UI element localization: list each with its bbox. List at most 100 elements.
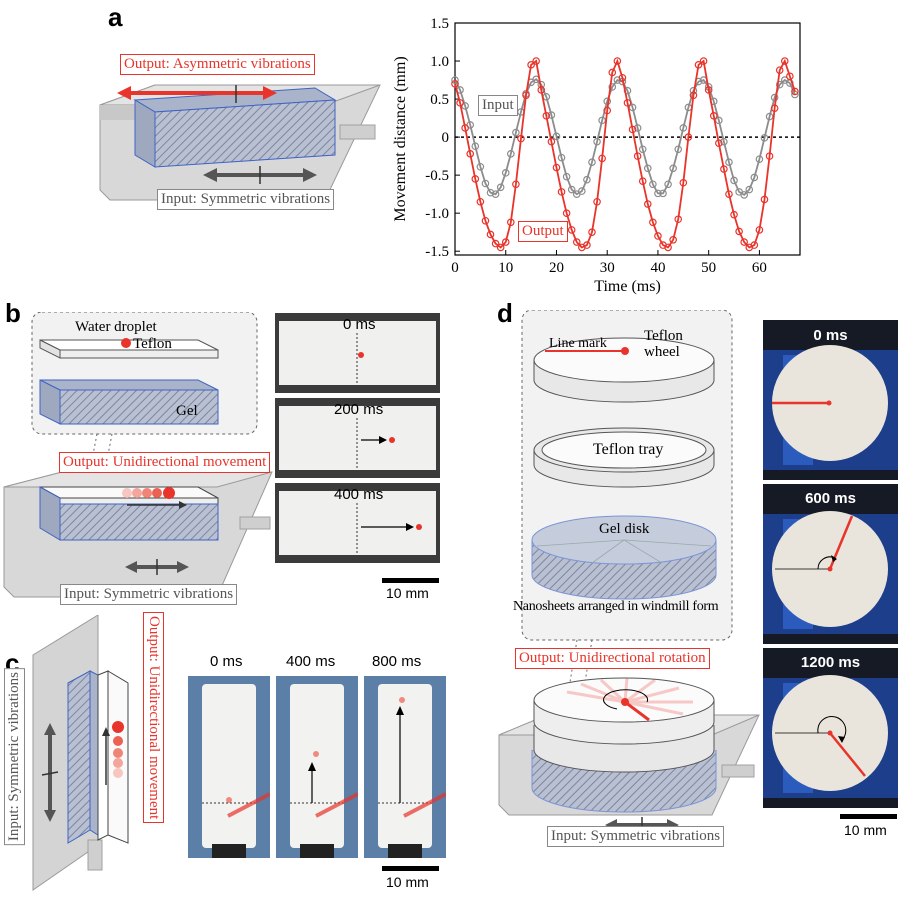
panel-d-illustration <box>498 310 760 833</box>
output-data-point <box>704 86 713 94</box>
output-data-point <box>567 226 576 234</box>
panel-d-time-0: 0 ms <box>813 327 848 344</box>
teflon-wheel-label-2: wheel <box>644 344 680 360</box>
output-data-point <box>684 133 693 141</box>
panel-c-photo-frame-3 <box>364 676 446 858</box>
input-data-point <box>491 190 500 198</box>
panel-b-time-0: 0 ms <box>343 316 376 333</box>
output-data-point <box>694 61 703 69</box>
output-data-point <box>608 68 617 77</box>
output-data-point <box>786 72 794 81</box>
input-data-point <box>557 153 566 162</box>
output-data-point <box>486 230 495 239</box>
panel-label-b: b <box>5 298 21 328</box>
input-data-point <box>770 93 779 102</box>
teflon-tray-label: Teflon tray <box>593 441 664 458</box>
y-tick-label: -0.5 <box>425 168 449 184</box>
output-data-point <box>522 91 530 100</box>
input-data-point <box>471 142 480 151</box>
panel-c-input-label: Input: Symmetric vibrations <box>4 668 25 846</box>
output-data-point <box>765 152 774 160</box>
output-data-point <box>760 195 769 204</box>
output-data-point <box>491 239 500 248</box>
output-data-point <box>512 180 520 189</box>
output-data-point <box>461 124 469 132</box>
output-data-point <box>557 188 566 196</box>
output-data-point <box>791 87 799 96</box>
input-data-point <box>476 162 485 171</box>
input-data-point <box>633 124 642 132</box>
input-data-point <box>496 183 505 192</box>
gel-label: Gel <box>176 403 198 419</box>
output-data-point <box>775 66 784 74</box>
x-tick-label: 20 <box>549 260 564 276</box>
x-tick-label: 0 <box>451 260 459 276</box>
output-data-point <box>496 243 505 252</box>
panel-c-time-2: 800 ms <box>372 653 422 670</box>
input-data-point <box>552 132 561 141</box>
input-data-point <box>725 158 733 167</box>
input-data-point <box>730 176 738 185</box>
input-data-point <box>659 189 667 198</box>
panel-c-output-label: Output: Unidirectional movement <box>143 612 164 824</box>
output-data-point <box>593 197 601 206</box>
panel-d-output-label: Output: Unidirectional rotation <box>515 648 710 669</box>
panel-c-photo-frame-2 <box>276 676 358 858</box>
input-data-point <box>628 103 637 112</box>
input-data-point <box>654 189 662 198</box>
input-data-point <box>562 172 571 181</box>
y-tick-label: 1.0 <box>430 54 449 70</box>
output-data-point <box>715 139 723 147</box>
panel-d-photo-frame-2 <box>763 484 898 644</box>
output-data-point <box>623 99 632 107</box>
input-data-point <box>715 116 723 125</box>
x-axis-label: Time (ms) <box>594 278 661 295</box>
output-data-point <box>638 177 647 186</box>
input-data-point <box>649 180 657 189</box>
output-data-point <box>770 104 779 112</box>
output-data-point <box>709 112 718 120</box>
output-data-point <box>740 238 748 246</box>
chart-annotation-output: Output <box>518 221 568 242</box>
output-data-point <box>780 57 789 65</box>
input-data-point <box>583 175 591 184</box>
water-droplet-label: Water droplet <box>75 319 157 335</box>
output-data-point <box>456 99 464 107</box>
output-series-line <box>454 58 796 249</box>
panel-b-time-1: 200 ms <box>334 401 384 418</box>
input-data-point <box>740 191 748 199</box>
output-data-point <box>481 216 490 225</box>
output-data-point <box>633 152 642 160</box>
panel-label-a: a <box>108 2 123 32</box>
input-data-point <box>664 180 672 189</box>
output-data-point <box>699 57 708 65</box>
output-data-point <box>507 218 515 227</box>
input-data-point <box>512 128 520 137</box>
input-data-point <box>578 187 586 195</box>
teflon-label: Teflon <box>133 336 172 352</box>
panel-a-output-label: Output: Asymmetric vibrations <box>120 54 315 75</box>
x-tick-label: 30 <box>600 260 615 276</box>
panel-c-scale-bar <box>382 866 439 871</box>
output-data-point <box>669 235 677 244</box>
panel-b-photo-frame-3 <box>275 483 440 563</box>
panel-c-time-0: 0 ms <box>210 653 243 670</box>
teflon-wheel-label-1: Teflon <box>644 328 683 344</box>
gel-disk-label: Gel disk <box>599 521 650 537</box>
input-data-point <box>608 83 617 91</box>
output-data-point <box>720 165 728 173</box>
input-data-point <box>547 111 556 119</box>
panel-b-scale-bar <box>382 578 439 583</box>
panel-d-scale-bar <box>840 814 897 819</box>
panel-d-photo-frame-3 <box>763 648 898 808</box>
output-data-point <box>527 61 535 69</box>
output-data-point <box>689 91 698 100</box>
output-data-point <box>654 232 662 240</box>
input-data-point <box>760 134 769 142</box>
output-data-point <box>643 200 652 208</box>
output-data-point <box>598 154 606 163</box>
x-tick-label: 40 <box>650 260 665 276</box>
output-data-point <box>730 210 738 219</box>
input-data-point <box>507 150 515 158</box>
output-data-point <box>628 125 637 134</box>
